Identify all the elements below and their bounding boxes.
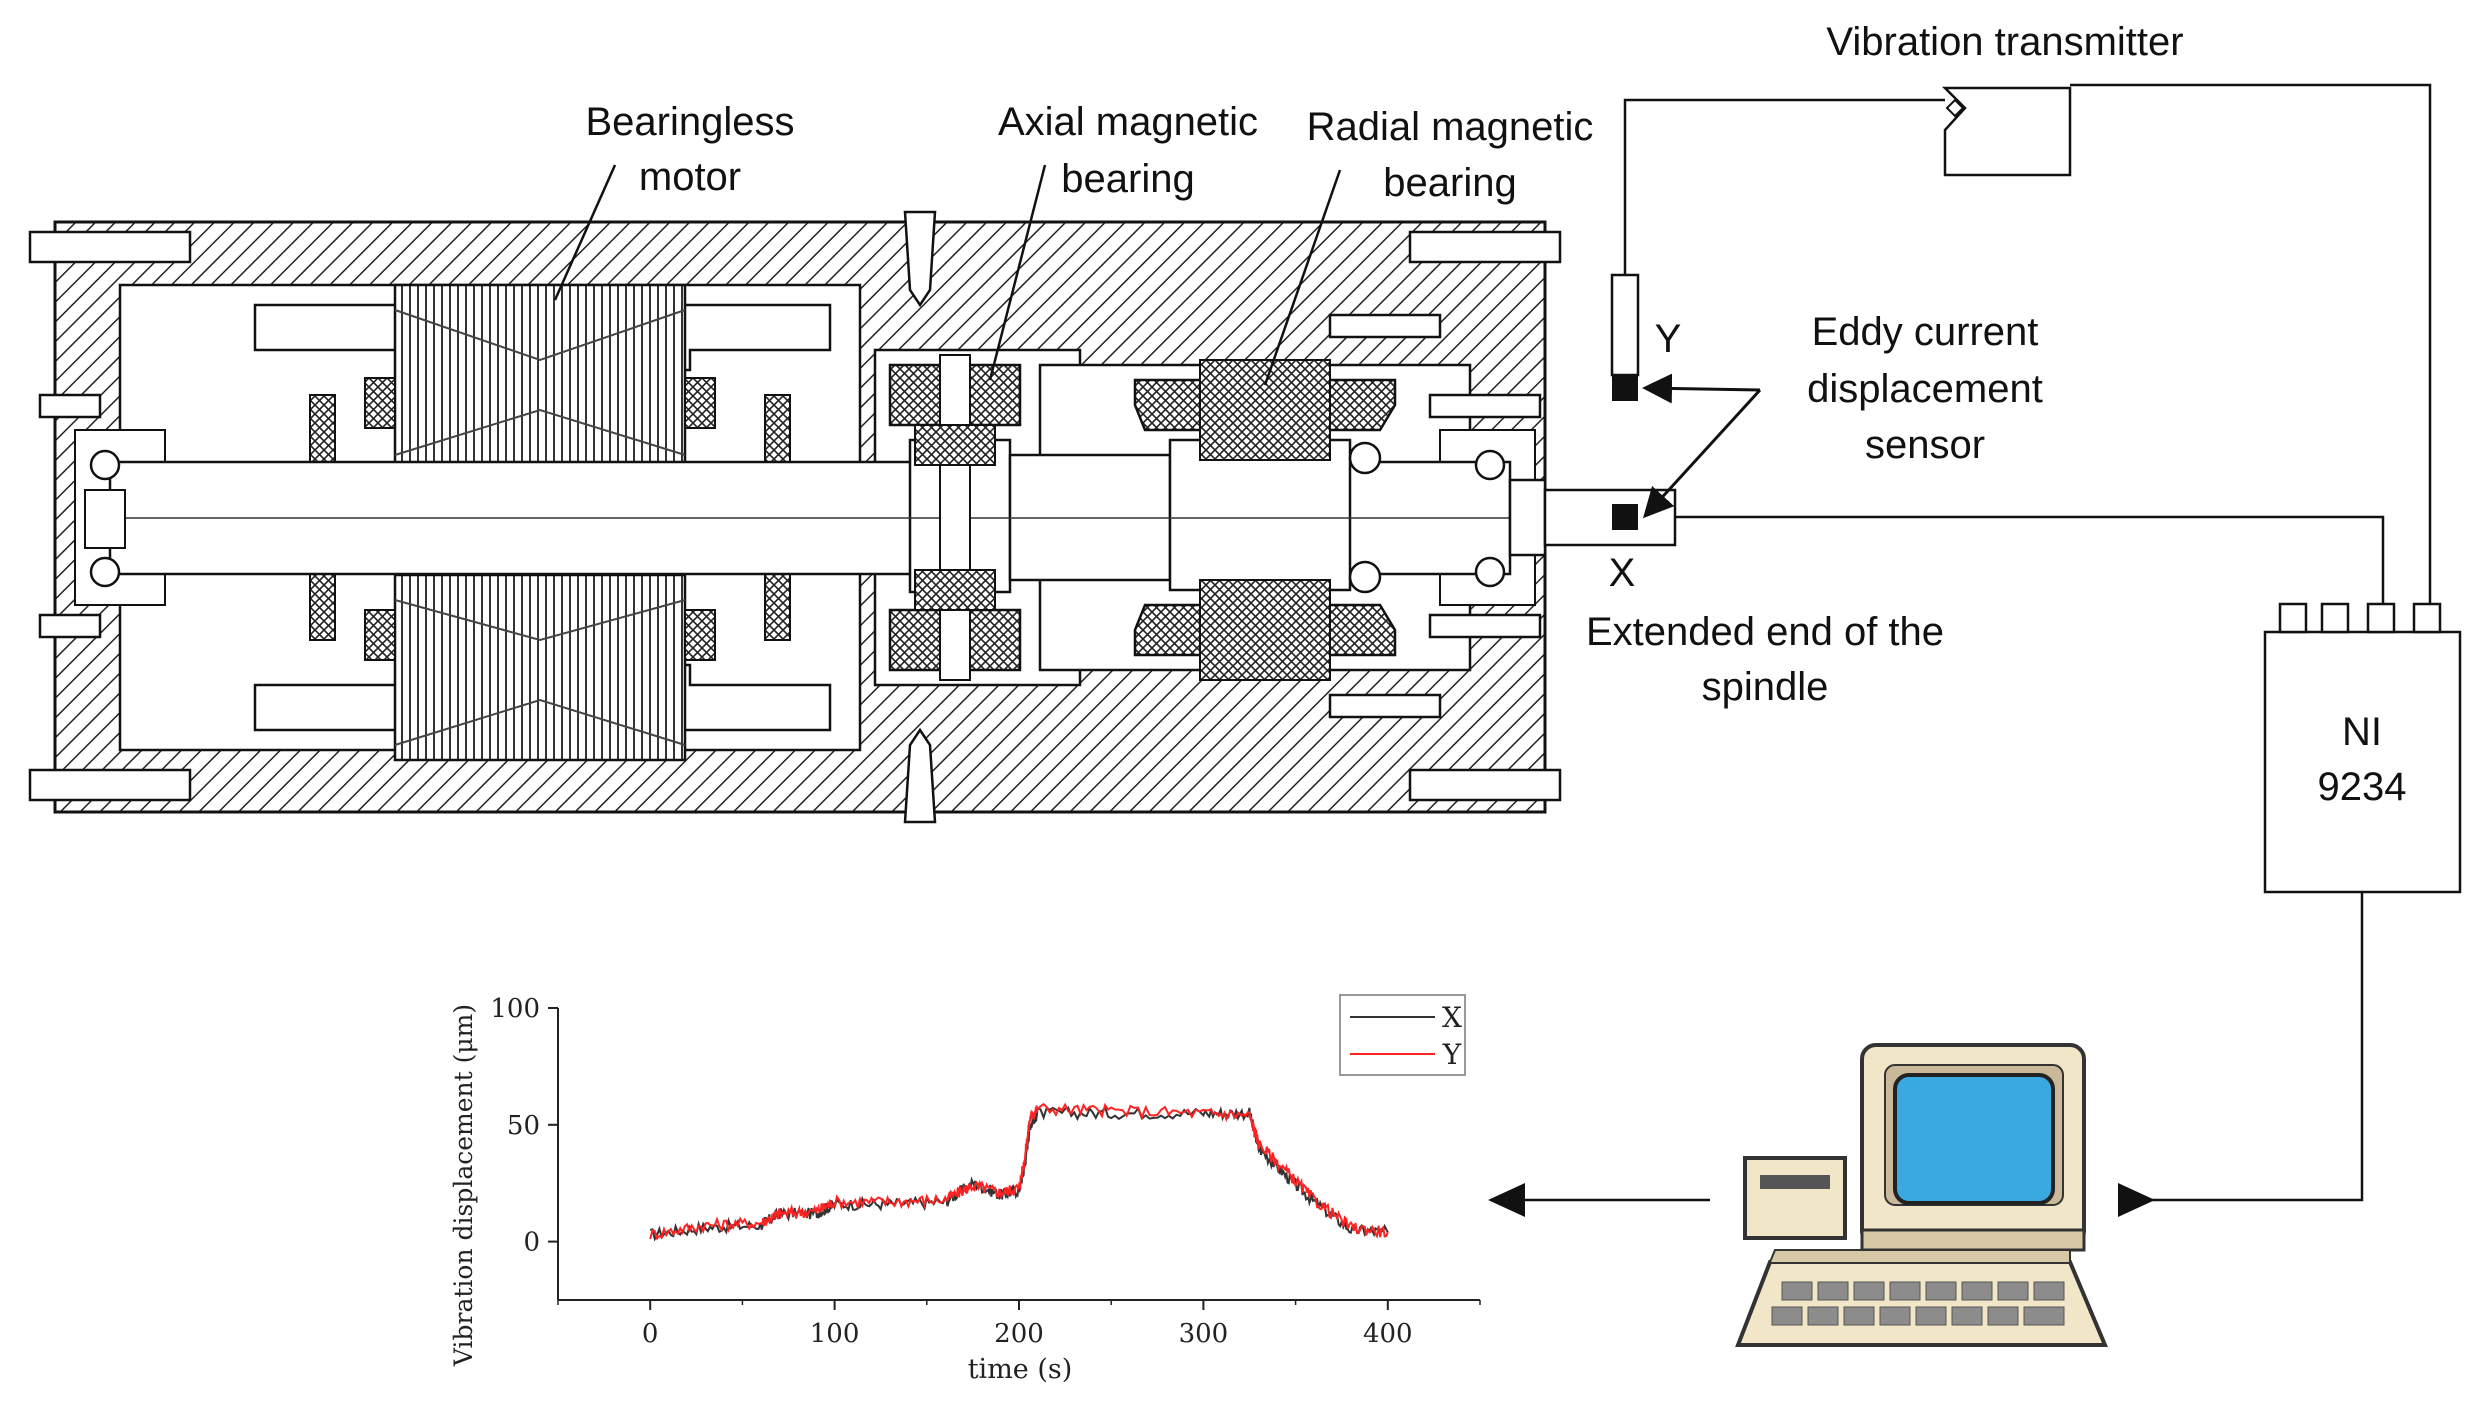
vibration-transmitter: [1941, 86, 2072, 177]
arrow-to-computer: [2118, 1183, 2155, 1217]
wiring: [1623, 83, 2432, 1202]
legend-label-y: Y: [1442, 1038, 1462, 1071]
sensor-y-label: Y: [1655, 317, 1682, 361]
computer-icon: [1735, 1043, 2109, 1347]
leader-bearingless-motor: [553, 164, 617, 301]
leader-axial-bearing: [988, 164, 1047, 381]
y-tick-label: 100: [490, 994, 540, 1024]
stator-winding-top: [393, 283, 687, 477]
label-extended-end-1: Extended end of the: [1586, 610, 1944, 654]
label-radial-bearing-1: Radial magnetic: [1307, 105, 1594, 149]
x-tick-label: 200: [994, 1319, 1044, 1349]
x-tick-label: 100: [810, 1319, 860, 1349]
chart-ylabel: Vibration displacement (μm): [449, 1004, 478, 1367]
legend-label-x: X: [1442, 1001, 1462, 1034]
label-axial-bearing-1: Axial magnetic: [998, 100, 1258, 144]
x-tick-label: 400: [1363, 1319, 1413, 1349]
extended-spindle-end: [1508, 478, 1547, 557]
label-eddy-2: displacement: [1807, 367, 2043, 411]
sensor-x: [1612, 504, 1638, 530]
chart-xlabel: time (s): [968, 1354, 1073, 1385]
spindle-cross-section: [28, 210, 1677, 824]
label-axial-bearing-2: bearing: [1061, 157, 1194, 201]
eddy-arrow-y: [1642, 373, 1761, 404]
sensor-x-label: X: [1609, 551, 1636, 595]
label-eddy-3: sensor: [1865, 423, 1985, 467]
eddy-arrow-x: [1642, 388, 1762, 519]
x-tick-label: 300: [1179, 1319, 1229, 1349]
series-line-y: [649, 1102, 1389, 1241]
label-ni-2: 9234: [2318, 765, 2407, 809]
label-ni-1: NI: [2342, 710, 2382, 754]
chart-legend: X Y: [1339, 994, 1466, 1076]
chart-series: [649, 1102, 1389, 1242]
y-tick-label: 50: [507, 1111, 540, 1141]
series-line-x: [649, 1105, 1389, 1242]
vibration-chart: 0 100 200 300 400 0 50 100 X Y time (s) Vibrati…: [449, 994, 1481, 1385]
label-bearingless-motor-1: Bearingless: [585, 100, 794, 144]
label-radial-bearing-2: bearing: [1383, 161, 1516, 205]
label-vibration-transmitter: Vibration transmitter: [1826, 20, 2183, 64]
y-tick-label: 0: [523, 1228, 540, 1258]
leader-radial-bearing: [1263, 169, 1342, 386]
sensor-y: [1610, 273, 1640, 401]
chart-axes: 0 100 200 300 400 0 50 100: [490, 994, 1481, 1349]
label-bearingless-motor-2: motor: [639, 155, 741, 199]
label-eddy-1: Eddy current: [1812, 310, 2039, 354]
x-tick-label: 0: [642, 1319, 659, 1349]
ni-9234-module: [2263, 602, 2462, 894]
label-extended-end-2: spindle: [1702, 665, 1829, 709]
arrow-to-chart: [1488, 1183, 1525, 1217]
